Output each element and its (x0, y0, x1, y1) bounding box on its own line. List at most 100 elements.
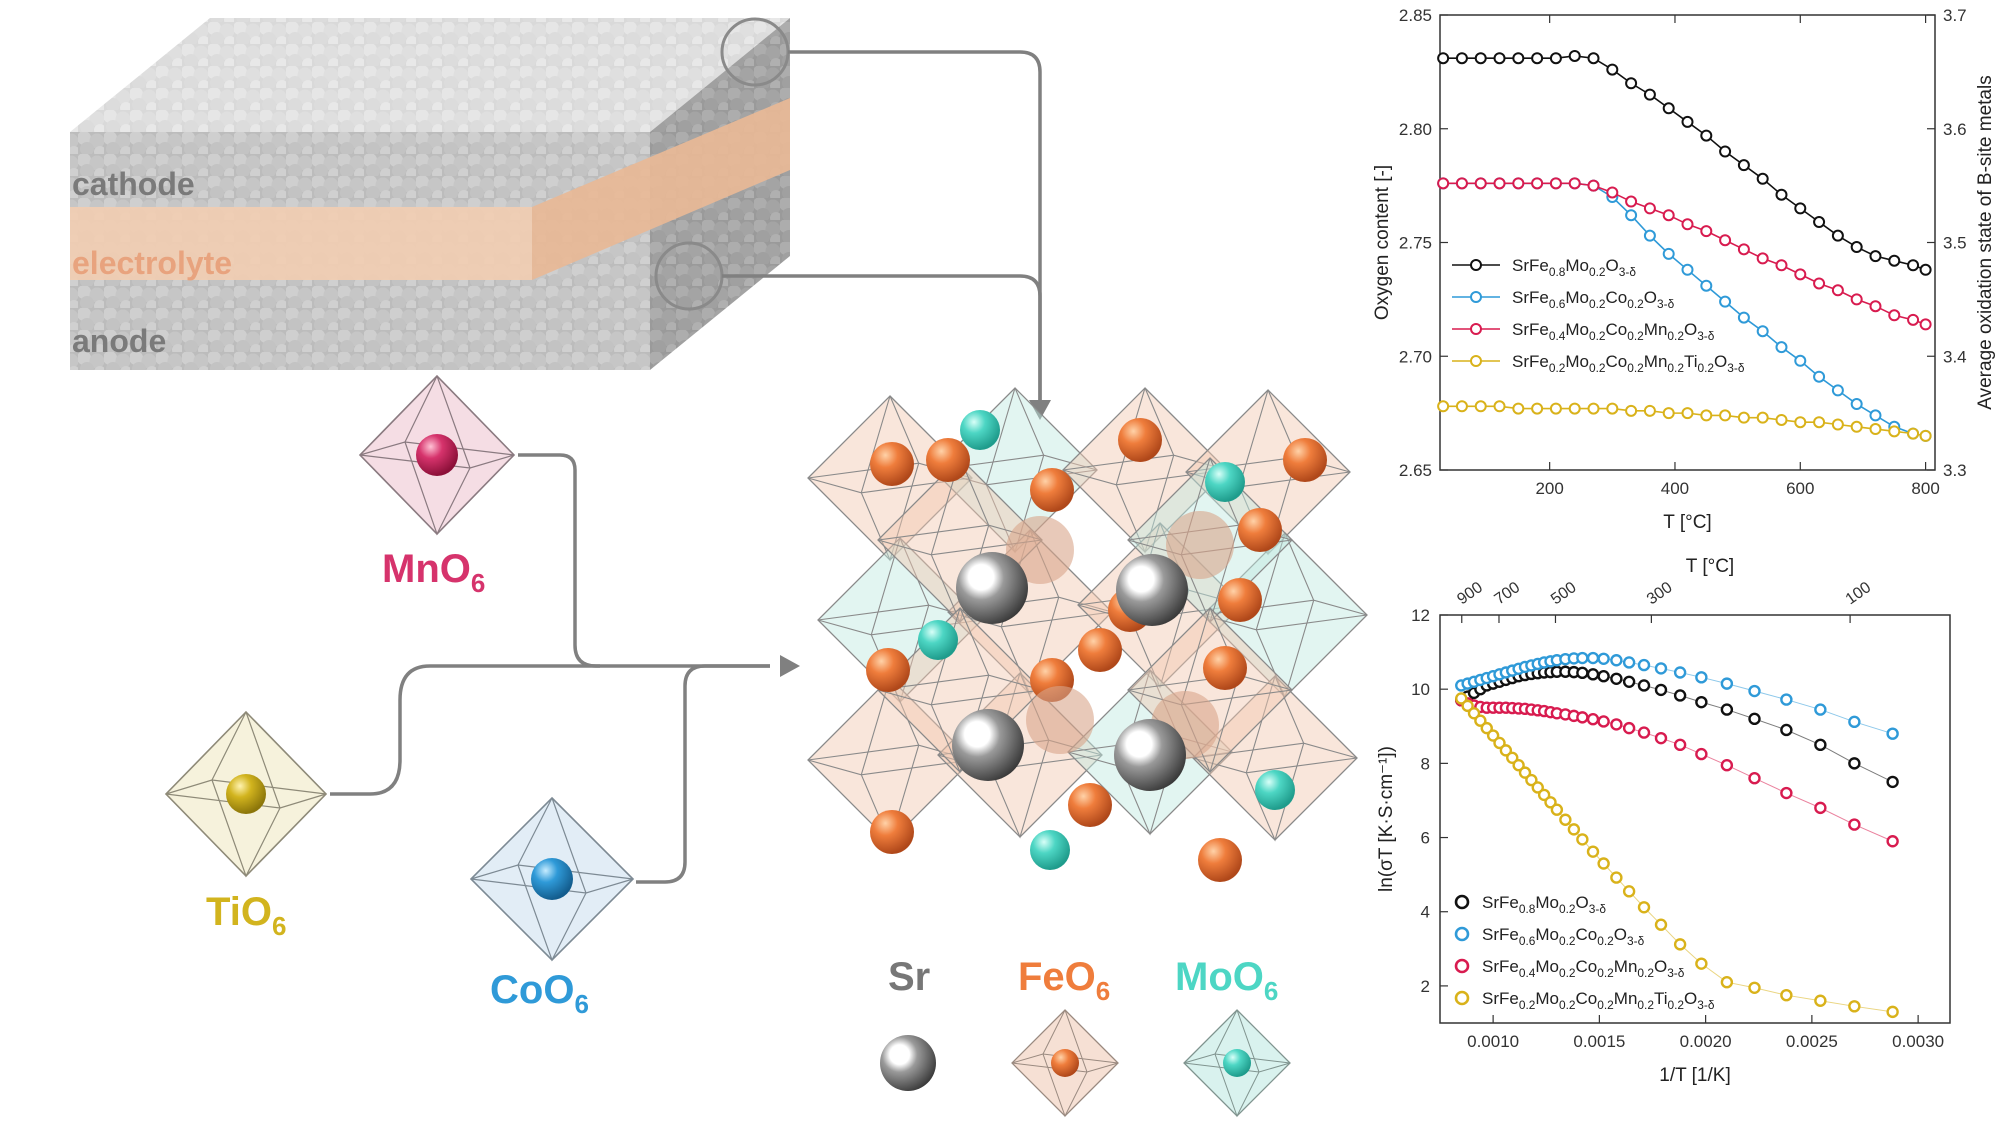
data-point (1474, 52, 1487, 65)
data-point (1455, 400, 1468, 413)
x-tick-label: 0.0025 (1786, 1032, 1838, 1051)
legend-label: SrFe0.4Mo0.2Co0.2Mn0.2O3-δ (1482, 957, 1685, 980)
data-point (1437, 400, 1450, 413)
stack-top-face (70, 18, 790, 132)
fe-atom (870, 810, 914, 854)
a-site-shadow (1166, 511, 1234, 579)
data-point (1662, 247, 1675, 260)
sr-atom (952, 709, 1024, 781)
data-point (1455, 692, 1468, 705)
data-point (1848, 818, 1861, 831)
data-point (1606, 186, 1619, 199)
data-point (1848, 715, 1861, 729)
cell-stack: cathode electrolyte anode (70, 17, 790, 370)
arrowhead-down (1029, 400, 1051, 420)
y-tick-label: 2.80 (1399, 120, 1432, 139)
data-point (1756, 252, 1769, 265)
data-point (1537, 788, 1551, 802)
data-point (1493, 400, 1506, 413)
data-point (1919, 263, 1932, 276)
data-point (1654, 918, 1668, 931)
data-point (1831, 418, 1844, 431)
data-point (1794, 268, 1807, 281)
legend-label: SrFe0.2Mo0.2Co0.2Mn0.2Ti0.2O3-δ (1482, 989, 1715, 1012)
data-point (1643, 202, 1656, 215)
data-point (1673, 738, 1687, 752)
feo6-legend-octahedron (1011, 1009, 1119, 1118)
mo-atom (1030, 830, 1070, 870)
sr-atom (1114, 719, 1186, 791)
series-line (1443, 55, 1926, 271)
data-point (1695, 747, 1708, 761)
data-point (1654, 731, 1668, 745)
data-point (1662, 209, 1675, 222)
data-point (1506, 751, 1519, 764)
data-point (1576, 651, 1589, 665)
x-axis-label: 1/T [1/K] (1659, 1065, 1730, 1086)
structure-legend: Sr FeO6 MoO6 (880, 955, 1291, 1118)
data-point (1576, 711, 1589, 724)
moo6-legend-octahedron (1183, 1009, 1291, 1118)
data-point (1568, 49, 1581, 62)
data-point (1748, 772, 1761, 785)
data-point (1576, 833, 1589, 846)
y2-tick-label: 3.7 (1943, 6, 1967, 25)
data-point (1549, 177, 1562, 190)
data-point (1474, 714, 1487, 727)
mno6-label: MnO6 (382, 547, 485, 598)
legend-label: SrFe0.4Mo0.2Co0.2Mn0.2O3-δ (1512, 320, 1715, 343)
data-point (1549, 402, 1562, 415)
data-point (1681, 263, 1694, 276)
y2-tick-label: 3.5 (1943, 234, 1967, 253)
data-point (1869, 409, 1882, 422)
electrolyte-label: electrolyte (72, 245, 232, 281)
anode-label: anode (72, 323, 166, 359)
x-tick-label: 0.0030 (1892, 1032, 1944, 1051)
arrow-mn (518, 453, 770, 668)
data-point (1531, 177, 1544, 190)
data-point (1719, 295, 1732, 308)
data-point (1559, 813, 1572, 826)
data-point (1886, 1005, 1899, 1019)
data-point (1437, 177, 1450, 190)
legend-label: SrFe0.8Mo0.2O3-δ (1512, 256, 1636, 279)
data-point (1625, 195, 1638, 208)
y-tick-label: 2.75 (1399, 234, 1432, 253)
x2-tick-label: 100 (1843, 579, 1875, 608)
data-point (1748, 712, 1761, 726)
y2-tick-label: 3.3 (1943, 461, 1967, 480)
electrolyte-front (70, 207, 532, 280)
data-point (1780, 723, 1793, 737)
data-point (1907, 259, 1920, 272)
data-point (1643, 88, 1656, 101)
x2-tick-label: 500 (1548, 579, 1580, 608)
data-point (1888, 309, 1901, 322)
cathode-label: cathode (72, 166, 195, 202)
data-point (1587, 402, 1600, 415)
feo6-legend-label: FeO6 (1018, 955, 1110, 1006)
data-point (1737, 311, 1750, 324)
fe-atom (1238, 508, 1282, 552)
octahedron (1192, 675, 1358, 842)
data-point (1455, 52, 1468, 65)
data-point (1512, 759, 1525, 772)
data-point (1606, 402, 1619, 415)
legend-label: SrFe0.6Mo0.2Co0.2O3-δ (1512, 288, 1675, 311)
data-point (1597, 857, 1610, 870)
data-point (1869, 423, 1882, 436)
data-point (1622, 656, 1636, 669)
y-tick-label: 2.85 (1399, 6, 1432, 25)
fe-atom (1030, 468, 1074, 512)
electrolyte-side (532, 98, 790, 280)
data-point (1637, 679, 1651, 692)
data-point (1597, 670, 1610, 683)
data-point (1850, 293, 1863, 306)
data-point (1512, 52, 1525, 65)
data-point (1813, 370, 1826, 383)
data-point (1654, 662, 1668, 675)
connectors (330, 50, 1042, 884)
x-tick-label: 400 (1661, 479, 1689, 498)
data-point (1567, 823, 1581, 836)
